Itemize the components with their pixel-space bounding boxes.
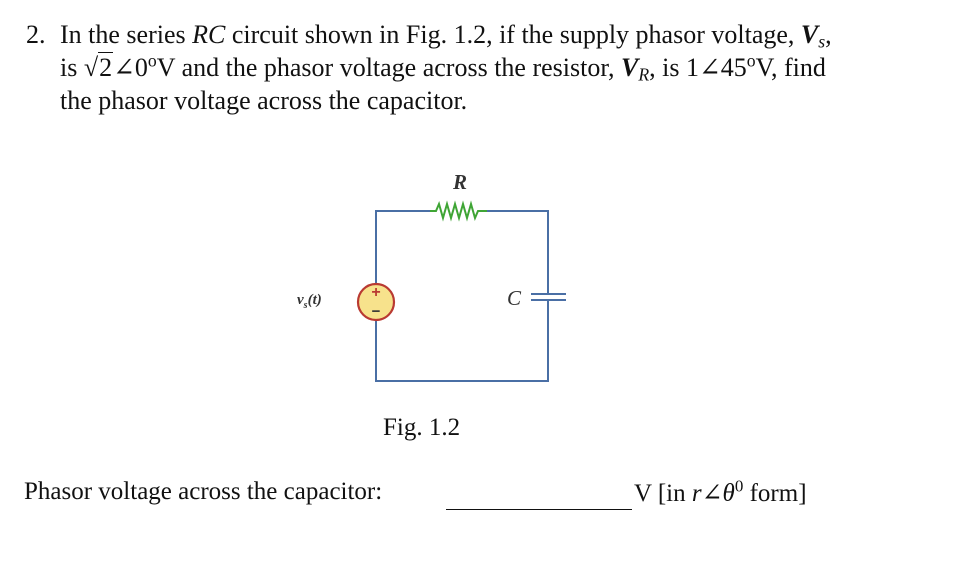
source-minus-sign: − — [372, 303, 381, 320]
answer-label: Phasor voltage across the capacitor: — [24, 478, 383, 505]
circuit-type: RC — [192, 20, 226, 49]
resistor-label: R — [452, 170, 467, 194]
wire-top-right — [487, 210, 549, 294]
circuit-wires — [375, 210, 549, 382]
answer-input[interactable] — [446, 487, 632, 510]
sqrt-expression: √2 — [83, 52, 114, 82]
polar-form-expression: r∠θ — [691, 480, 735, 507]
source-label: vs(t) — [297, 292, 322, 311]
capacitor-label: C — [507, 286, 522, 310]
capacitor-symbol — [531, 293, 566, 301]
wire-left-top — [375, 210, 430, 284]
answer-unit-hint: V [in r∠θ0 form] — [634, 476, 807, 507]
question-line-3: the phasor voltage across the capacitor. — [60, 86, 468, 115]
vs-symbol: V — [800, 20, 819, 49]
resistor-symbol — [430, 200, 487, 222]
question-line-1: 2.In the series RC circuit shown in Fig.… — [26, 20, 832, 52]
wire-right-bottom — [375, 300, 549, 382]
figure-caption: Fig. 1.2 — [383, 414, 461, 441]
voltage-source-symbol — [356, 282, 396, 322]
source-plus-sign: + — [371, 284, 380, 301]
question-text: 2.In the series RC circuit shown in Fig.… — [26, 18, 926, 117]
question-line-2: is √2∠0oV and the phasor voltage across … — [60, 50, 826, 85]
question-number: 2. — [26, 20, 46, 49]
vr-symbol: V — [620, 53, 639, 82]
